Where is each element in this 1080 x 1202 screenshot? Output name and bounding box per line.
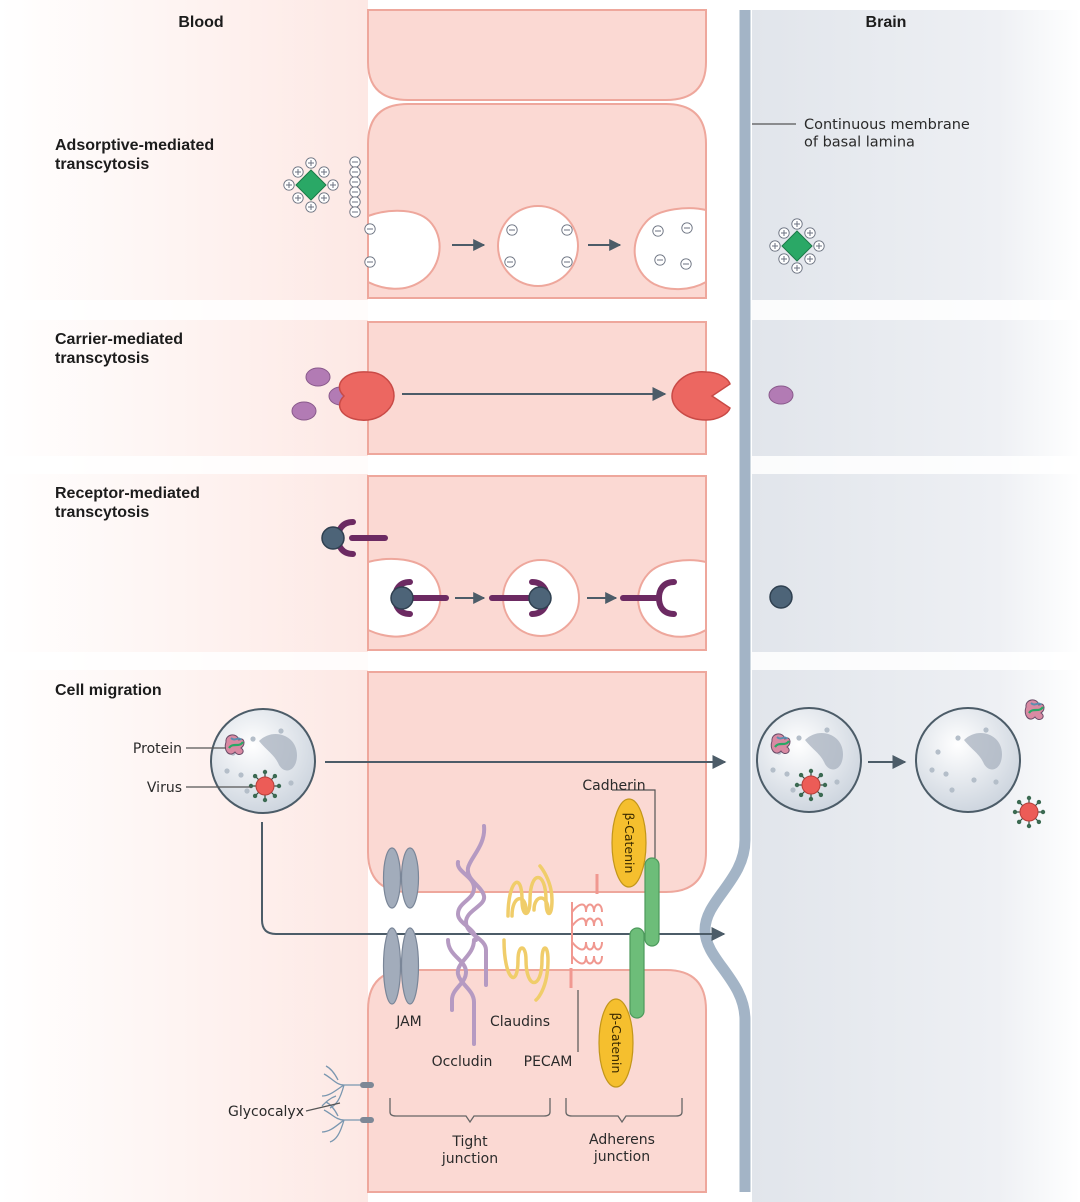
cadherin-leader [612,789,656,858]
leukocyte-brain-2 [915,707,1021,813]
pecam-proteins [569,874,603,988]
virus-icon [794,768,828,802]
negative-charge-icon [681,222,693,234]
protein-icon [224,734,245,755]
section-separators [0,300,1080,670]
negative-charge-icon [561,256,573,268]
positive-charge-icon [292,166,304,178]
negative-charge-icon [349,156,361,168]
claudin-proteins [502,864,554,1002]
leukocyte-brain-1 [756,707,862,813]
protein-icon [1024,699,1045,720]
cationic-cargo-icon [283,157,339,213]
vesicles-adsorptive [367,205,707,290]
negative-charge-icon [654,254,666,266]
brain-region [752,10,1080,1202]
pecam-label: PECAM [524,1054,573,1070]
positive-charge-icon [791,262,803,274]
negative-charge-icon [349,176,361,188]
free-virus-brain [1012,795,1046,829]
negative-charge-icon [652,225,664,237]
negative-charge-icon [506,224,518,236]
migration-arrow-paracellular [261,822,726,941]
positive-charge-icon [769,240,781,252]
occludin-label: Occludin [432,1054,493,1070]
solute-brain [768,385,794,405]
cationic-cargo-icon [769,218,825,274]
occludin-proteins [446,824,488,1046]
blood-header: Blood [178,14,223,31]
protein-label: Protein [133,741,182,757]
negative-charge-icon [349,166,361,178]
cadherin-label: Cadherin [582,778,645,794]
free-protein-brain [1024,699,1045,720]
vesicle-negatives [364,222,693,270]
catenin-top-label: β-Catenin [622,813,637,874]
negative-charge-icon [349,186,361,198]
tight-junction-bracket [389,1098,551,1124]
negative-charge-icon [364,256,376,268]
positive-charge-icon [292,192,304,204]
section-migration: Cell migration [55,682,162,699]
positive-charge-icon [327,179,339,191]
catenin-proteins [598,798,647,1088]
receptor-vesicle-3 [620,579,677,617]
negative-charge-icon [504,256,516,268]
receptor-vesicle-2 [489,579,552,617]
negative-charge-icon [561,224,573,236]
positive-charge-icon [804,227,816,239]
virus-label: Virus [147,780,182,796]
basal-lamina-membrane [699,10,751,1192]
negative-charge-icon [680,258,692,270]
jam-proteins [382,847,420,1005]
positive-charge-icon [804,253,816,265]
positive-charge-icon [778,227,790,239]
negative-charge-icon [349,206,361,218]
glycocalyx-label: Glycocalyx [228,1104,304,1120]
negative-charge-icon [349,196,361,208]
cadherin-proteins [629,857,660,1019]
positive-charge-icon [283,179,295,191]
carrier-protein-luminal [338,371,395,421]
carrier-protein-abluminal [671,371,731,421]
adherens-junction-bracket [565,1098,683,1124]
negative-charge-icon [364,223,376,235]
virus-icon [248,769,282,803]
glycocalyx-structure [305,1065,366,1143]
positive-charge-icon [305,157,317,169]
positive-charge-icon [318,192,330,204]
brain-header: Brain [866,14,907,31]
positive-charge-icon [778,253,790,265]
jam-label: JAM [395,1014,422,1030]
virus-icon [1012,795,1046,829]
positive-charge-icon [305,201,317,213]
positive-charge-icon [813,240,825,252]
positive-charge-icon [318,166,330,178]
receptor-ligand-free [321,519,388,557]
blood-region [0,0,368,1202]
receptor-vesicle-1 [390,579,449,617]
catenin-bottom-label: β-Catenin [609,1013,624,1074]
ligand-brain [769,585,793,609]
claudins-label: Claudins [490,1014,550,1030]
negative-charges [349,156,361,218]
positive-charge-icon [791,218,803,230]
leukocyte-blood [210,708,316,814]
glycocalyx-anchors [360,1082,374,1123]
protein-icon [770,733,791,754]
